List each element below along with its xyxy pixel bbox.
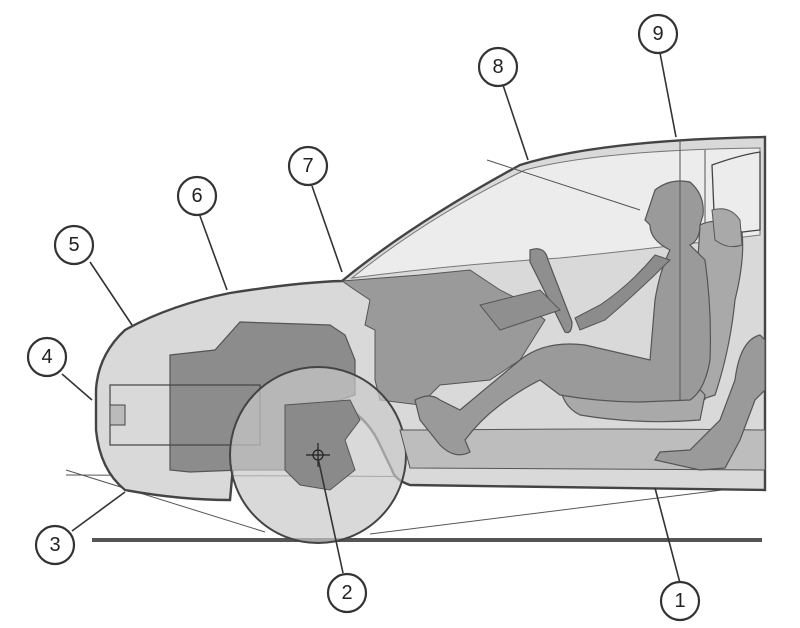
callout-3-label: 3 [49,534,60,556]
callout-1-label: 1 [674,590,685,612]
callout-6: 6 [176,175,218,217]
callout-7-label: 7 [302,155,313,177]
leader-8 [502,84,529,161]
leader-5 [89,261,133,326]
callout-3: 3 [34,524,76,566]
rear-passenger-legs [654,334,766,471]
windshield-glass [350,147,761,279]
callout-4-label: 4 [41,346,52,368]
steering-wheel [529,248,573,334]
leader-4 [61,373,93,401]
driver-figure [414,180,712,456]
leader-1 [654,487,681,584]
callout-5-label: 5 [68,234,79,256]
callout-9: 9 [637,13,679,55]
front-wheel-hub [284,399,361,491]
leader-9 [659,52,677,138]
ramp-line [369,484,763,535]
callout-8: 8 [477,46,519,88]
approach-angle-line [65,469,266,533]
leader-3 [71,491,126,532]
callout-2: 2 [326,572,368,614]
callout-4: 4 [26,336,68,378]
callout-1: 1 [659,580,701,622]
callout-6-label: 6 [191,185,202,207]
steering-column [479,289,561,331]
callout-5: 5 [53,224,95,266]
callout-2-label: 2 [341,582,352,604]
roof-reference-line [486,159,641,211]
callout-7: 7 [287,145,329,187]
headrest [711,208,743,248]
leader-7 [311,185,343,273]
radiator [109,404,126,426]
leader-6 [199,215,228,291]
callout-8-label: 8 [492,56,503,78]
callout-9-label: 9 [652,23,663,45]
leader-2 [317,457,344,574]
driver-arm [574,254,671,331]
